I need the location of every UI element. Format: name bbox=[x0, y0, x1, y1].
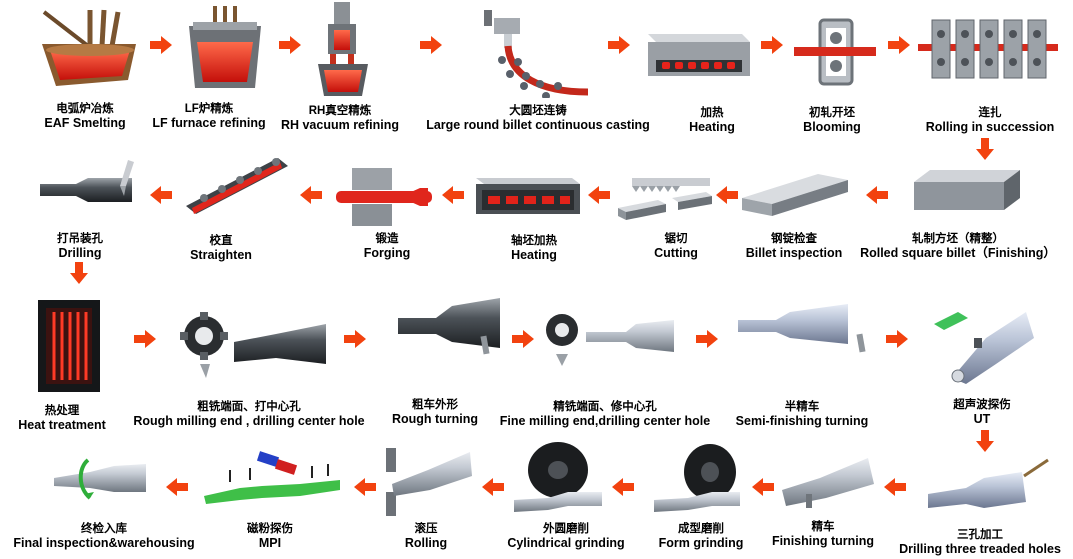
arrow-right-icon bbox=[696, 330, 718, 348]
semi-finishing-icon bbox=[738, 304, 866, 353]
arrow-left-icon bbox=[442, 186, 464, 204]
arrow-right-icon bbox=[512, 330, 534, 348]
arrow-left-icon bbox=[166, 478, 188, 496]
arrow-right-icon bbox=[150, 36, 172, 54]
cylindrical-grinding-icon bbox=[514, 442, 602, 512]
continuous-caster-icon bbox=[484, 10, 589, 98]
saw-cutting-icon bbox=[618, 178, 712, 220]
arrow-left-icon bbox=[482, 478, 504, 496]
arrow-right-icon bbox=[761, 36, 783, 54]
arrow-left-icon bbox=[716, 186, 738, 204]
arrow-right-icon bbox=[344, 330, 366, 348]
arrow-down-icon bbox=[976, 430, 994, 452]
arrow-down-icon bbox=[976, 138, 994, 160]
arrow-left-icon bbox=[884, 478, 906, 496]
arrow-right-icon bbox=[134, 330, 156, 348]
drilling-icon bbox=[40, 160, 134, 202]
arrow-left-icon bbox=[866, 186, 888, 204]
rh-vacuum-icon bbox=[318, 2, 368, 96]
ladle-furnace-icon bbox=[189, 6, 261, 88]
square-billet-icon bbox=[914, 170, 1020, 210]
finishing-turning-icon bbox=[782, 458, 874, 508]
arrow-right-icon bbox=[888, 36, 910, 54]
step-caption: 轧制方坯（精整）Rolled square billet（Finishing） bbox=[860, 233, 1056, 260]
rough-milling-icon bbox=[180, 312, 326, 378]
three-holes-icon bbox=[928, 458, 1049, 508]
blooming-mill-icon bbox=[794, 18, 876, 86]
heat-treatment-icon bbox=[38, 300, 100, 392]
arrow-right-icon bbox=[279, 36, 301, 54]
arrow-left-icon bbox=[300, 186, 322, 204]
final-inspection-icon bbox=[54, 458, 146, 500]
heating-furnace-icon bbox=[648, 34, 750, 76]
rolling-stands-icon bbox=[918, 19, 1058, 79]
form-grinding-icon bbox=[654, 444, 740, 512]
arrow-left-icon bbox=[612, 478, 634, 496]
straightening-icon bbox=[186, 158, 288, 214]
arrow-left-icon bbox=[354, 478, 376, 496]
rough-turning-icon bbox=[398, 298, 500, 355]
arrow-right-icon bbox=[608, 36, 630, 54]
arrow-left-icon bbox=[150, 186, 172, 204]
fine-milling-icon bbox=[546, 314, 674, 366]
roller-burnishing-icon bbox=[386, 448, 472, 516]
billet-inspection-icon bbox=[742, 174, 848, 216]
magnetic-particle-icon bbox=[204, 451, 340, 504]
ultrasonic-test-icon bbox=[934, 312, 1034, 384]
eaf-furnace-icon bbox=[42, 9, 136, 86]
arrow-down-icon bbox=[70, 262, 88, 284]
arrow-left-icon bbox=[752, 478, 774, 496]
axle-blank-heating-icon bbox=[476, 178, 580, 214]
arrow-right-icon bbox=[886, 330, 908, 348]
arrow-left-icon bbox=[588, 186, 610, 204]
arrow-right-icon bbox=[420, 36, 442, 54]
forging-press-icon bbox=[336, 168, 432, 226]
